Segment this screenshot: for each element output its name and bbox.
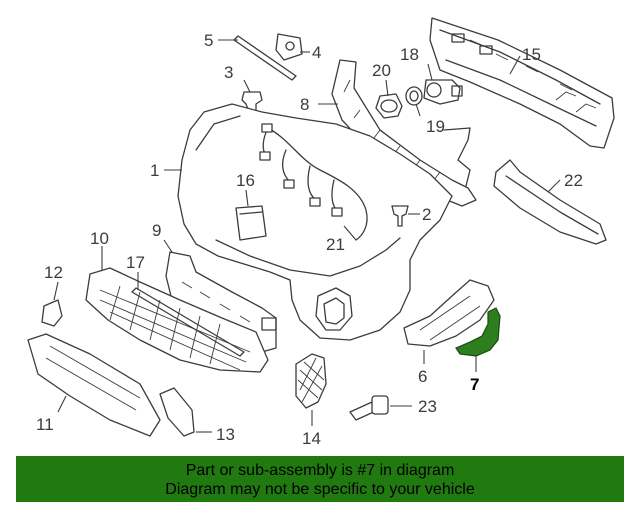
callout-numbers: 5 4 3 1 8 20 18 19 15 16 2 21 22 9 10 17… [36,31,583,448]
callout-18: 18 [400,45,419,64]
part-14-fog-grille [295,353,327,409]
part-23-sensor [349,395,389,421]
callout-20: 20 [372,61,391,80]
parts-diagram: 5 4 3 1 8 20 18 19 15 16 2 21 22 9 10 17… [27,17,615,448]
callout-4: 4 [312,43,321,62]
part-7-highlighted-bracket [455,307,501,357]
callout-8: 8 [300,95,309,114]
part-18-sensor [423,79,463,105]
callout-16: 16 [236,171,255,190]
part-5-strip [233,35,297,81]
part-17-strip [131,287,245,357]
part-16-module [235,205,267,241]
part-11-lower-trim [27,333,161,437]
callout-10: 10 [90,229,109,248]
part-12-cap [41,299,63,327]
info-banner: Part or sub-assembly is #7 in diagram Di… [16,456,624,502]
part-20-holder [375,93,403,119]
callout-lines [53,39,561,433]
part-2-clip [391,205,409,227]
banner-line-part-number: Part or sub-assembly is #7 in diagram [185,462,455,479]
callout-9: 9 [152,221,161,240]
part-19-ring [405,86,423,106]
callout-17: 17 [126,253,145,272]
callout-19: 19 [426,117,445,136]
callout-1: 1 [150,161,159,180]
part-21-wiring [259,123,368,241]
banner-line-disclaimer: Diagram may not be specific to your vehi… [165,481,475,498]
part-22-brace [493,159,607,245]
callout-23: 23 [418,397,437,416]
callout-6: 6 [418,367,427,386]
callout-2: 2 [422,205,431,224]
callout-14: 14 [302,429,321,448]
callout-3: 3 [224,63,233,82]
callout-15: 15 [522,45,541,64]
part-1-bumper-cover [177,103,453,341]
part-4-clip [275,33,303,61]
callout-21: 21 [326,235,345,254]
callout-7: 7 [470,375,479,394]
part-15-crossmember [429,17,615,149]
callout-22: 22 [564,171,583,190]
callout-13: 13 [216,425,235,444]
callout-11: 11 [36,415,54,434]
callout-12: 12 [44,263,63,282]
part-6-bracket [403,279,495,347]
callout-5: 5 [204,31,213,50]
part-13-trim [159,387,195,437]
